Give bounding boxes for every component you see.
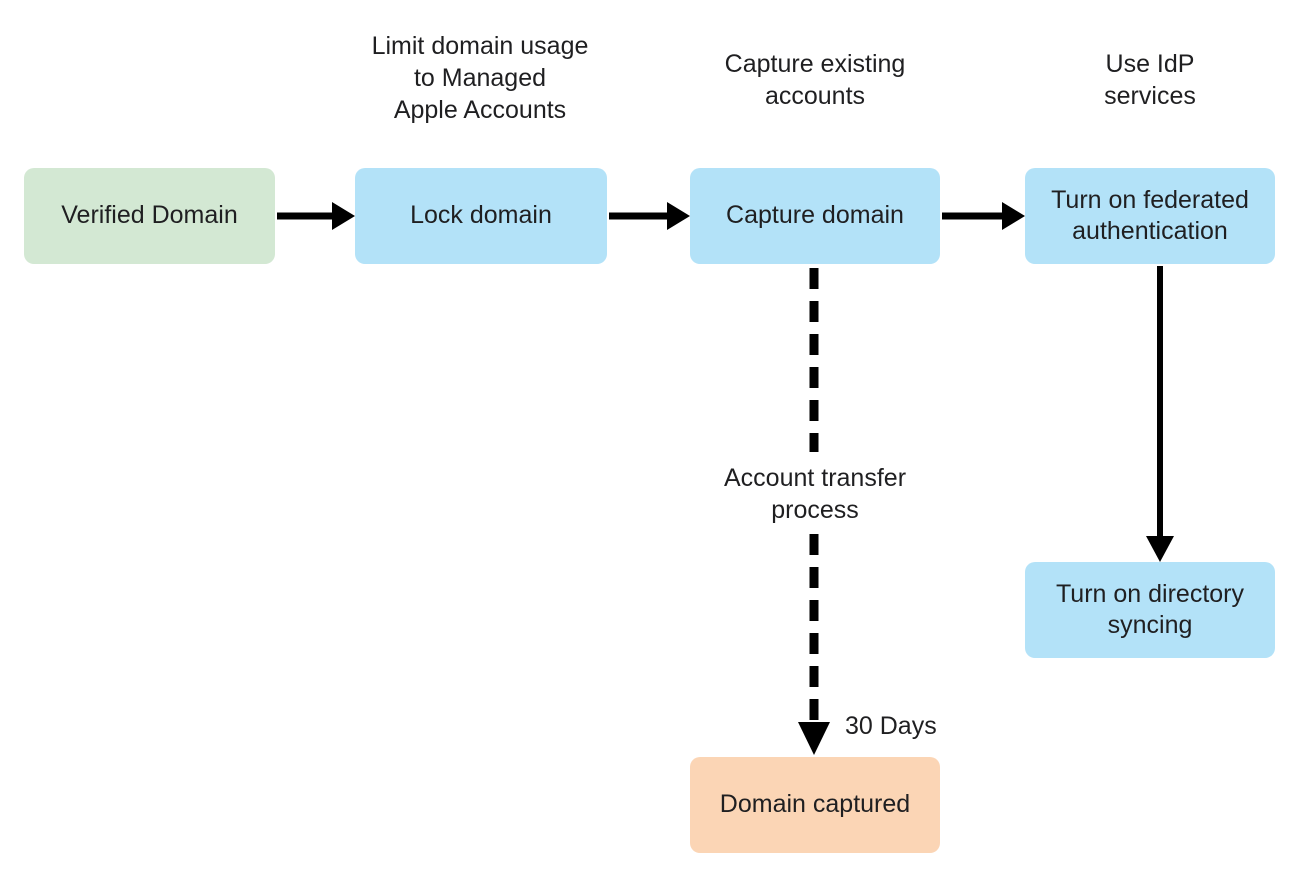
node-federated-auth[interactable]: Turn on federated authentication — [1025, 168, 1275, 264]
node-domain-captured[interactable]: Domain captured — [690, 757, 940, 853]
node-directory-syncing[interactable]: Turn on directory syncing — [1025, 562, 1275, 658]
node-verified-domain[interactable]: Verified Domain — [24, 168, 275, 264]
caption-lock-domain: Limit domain usage to Managed Apple Acco… — [371, 32, 589, 124]
caption-thirty-days: 30 Days — [845, 712, 937, 740]
caption-account-transfer: Account transfer process — [723, 464, 907, 524]
arrow-lock-to-capture — [609, 202, 690, 230]
arrow-verified-to-lock — [277, 202, 355, 230]
arrow-federated-to-directory — [1146, 266, 1174, 562]
caption-federated-auth: Use IdP services — [1104, 50, 1196, 110]
node-capture-domain[interactable]: Capture domain — [690, 168, 940, 264]
node-lock-domain[interactable]: Lock domain — [355, 168, 607, 264]
caption-capture-domain: Capture existing accounts — [724, 50, 906, 110]
arrow-capture-to-federated — [942, 202, 1025, 230]
